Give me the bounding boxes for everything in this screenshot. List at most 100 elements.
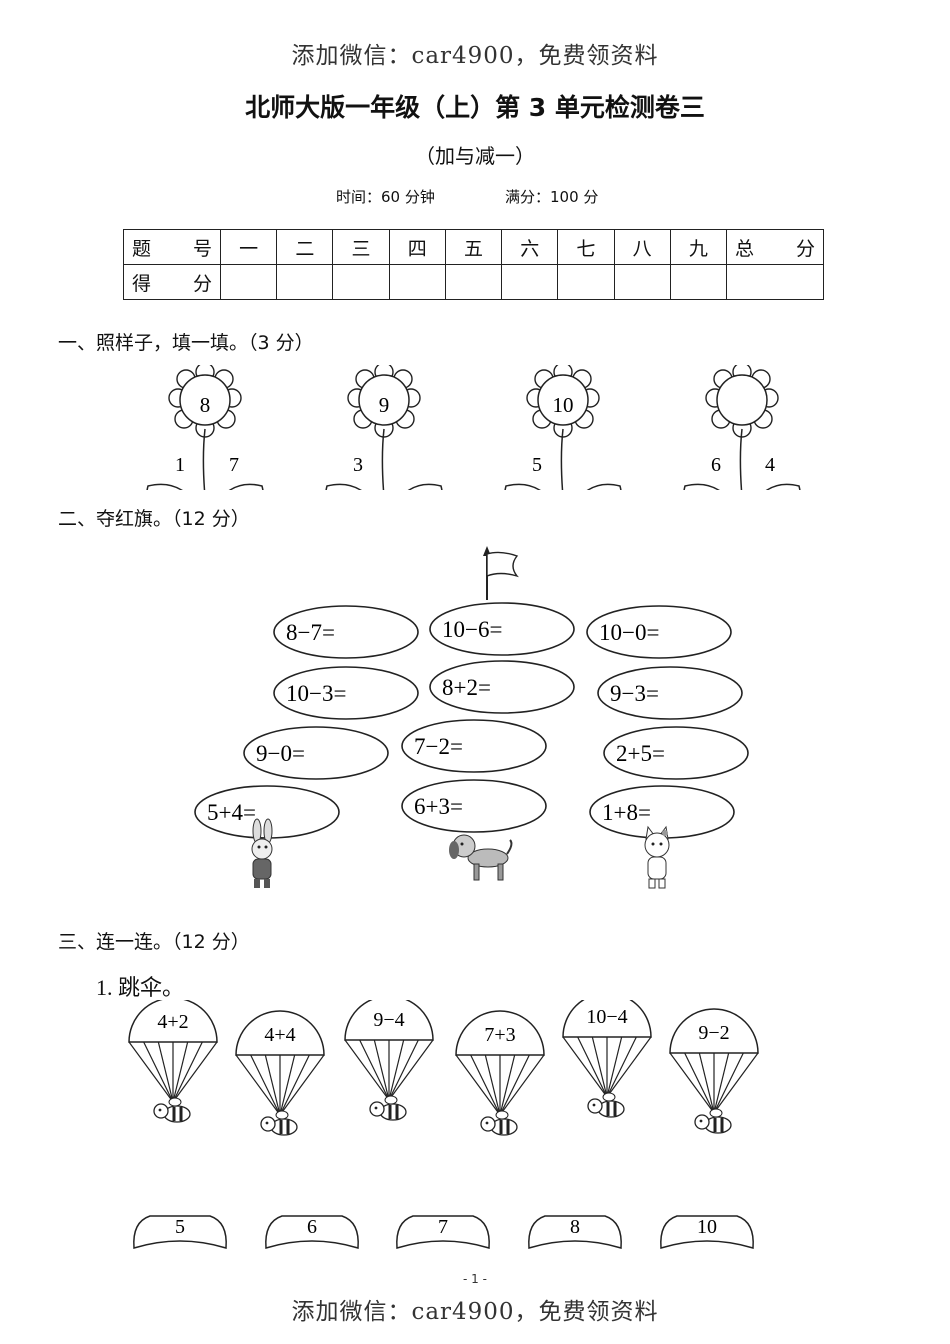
equation-oval[interactable]: 7−2= — [401, 719, 547, 773]
equation-oval[interactable]: 9−0= — [243, 726, 389, 780]
parachute-icon — [562, 1000, 652, 1118]
equation-oval[interactable]: 6+3= — [401, 779, 547, 833]
equation-oval[interactable]: 10−0= — [586, 605, 732, 659]
section-2-heading: 二、夺红旗。（12 分） — [58, 508, 250, 530]
column-header: 四 — [388, 229, 446, 265]
equation-ovals: 8−7= 10−6= 10−0= 10−3= 8+2= 9−3= 9−0= 7−2= 2+5= 5… — [194, 602, 749, 839]
score-cell[interactable] — [726, 264, 824, 300]
equation-text: 9−3= — [610, 681, 659, 706]
equation-oval[interactable]: 10−6= — [429, 602, 575, 656]
column-header: 八 — [613, 229, 671, 265]
parachute-equation: 9−4 — [373, 1009, 404, 1031]
equation-oval[interactable]: 10−3= — [273, 666, 419, 720]
parachute-equation: 7+3 — [484, 1024, 515, 1046]
flower-center-number: 8 — [200, 393, 211, 417]
score-cell[interactable] — [501, 264, 559, 300]
score-cell[interactable] — [388, 264, 446, 300]
column-header: 二 — [276, 229, 334, 265]
equation-oval[interactable]: 2+5= — [603, 726, 749, 780]
equation-oval[interactable]: 8−7= — [273, 605, 419, 659]
score-cell[interactable] — [444, 264, 503, 300]
equation-text: 10−3= — [286, 681, 346, 706]
score-cell[interactable] — [332, 264, 390, 300]
full-score: 满分：100 分 — [505, 188, 599, 206]
column-header: 六 — [501, 229, 559, 265]
landing-pad-number: 6 — [307, 1216, 317, 1238]
flag-race-area: 8−7= 10−6= 10−0= 10−3= 8+2= 9−3= 9−0= 7−2= 2+5= 5… — [194, 546, 749, 889]
table-row: 得 分 — [123, 264, 824, 300]
column-header: 七 — [557, 229, 615, 265]
parachute-equation: 9−2 — [698, 1022, 729, 1044]
flower-2: 9 3 — [324, 365, 444, 490]
parachute-area: 4+2 4+4 9−4 7+3 10−4 9−2 5 6 7 8 10 — [128, 1000, 759, 1249]
dog-icon — [449, 834, 513, 881]
watermark-top: 添加微信：car4900，免费领资料 — [291, 43, 659, 69]
equation-text: 7−2= — [414, 734, 463, 759]
flower-left-number: 1 — [175, 454, 185, 476]
watermark-bottom: 添加微信：car4900，免费领资料 — [291, 1299, 659, 1325]
flower-left-number: 5 — [532, 454, 542, 476]
equation-text: 2+5= — [616, 741, 665, 766]
parachute-icon — [235, 1010, 325, 1136]
column-header: 五 — [444, 229, 503, 265]
score-cell[interactable] — [219, 264, 278, 300]
landing-pad-number: 5 — [175, 1216, 185, 1238]
equation-text: 9−0= — [256, 741, 305, 766]
flowers-area: 8 1 7 9 3 10 5 6 4 — [145, 365, 802, 490]
landing-pad[interactable]: 7 — [396, 1215, 490, 1249]
parachute-icon — [128, 1000, 218, 1123]
landing-pad-number: 8 — [570, 1216, 580, 1238]
equation-text: 5+4= — [207, 800, 256, 825]
column-header: 三 — [332, 229, 390, 265]
equation-text: 10−6= — [442, 617, 502, 642]
flower-left-number: 6 — [711, 454, 721, 476]
parachute-icon — [455, 1010, 545, 1136]
rabbit-icon — [251, 818, 273, 888]
parachutes: 4+2 4+4 9−4 7+3 10−4 9−2 — [128, 1000, 759, 1136]
landing-pad-number: 10 — [697, 1216, 717, 1238]
flower-center-number: 10 — [553, 393, 574, 417]
score-cell[interactable] — [276, 264, 334, 300]
page-number: - 1 - — [463, 1272, 487, 1286]
landing-pad[interactable]: 10 — [660, 1215, 754, 1249]
page-subtitle: （加与减一） — [415, 144, 535, 168]
section-3-heading: 三、连一连。（12 分） — [58, 931, 250, 953]
score-cell[interactable] — [613, 264, 671, 300]
parachute-equation: 4+4 — [264, 1024, 295, 1046]
flower-3: 10 5 — [503, 365, 623, 490]
row-header-number: 题 号 — [123, 229, 221, 265]
landing-pad[interactable]: 8 — [528, 1215, 622, 1249]
section-1-heading: 一、照样子，填一填。（3 分） — [58, 332, 314, 354]
landing-pad[interactable]: 6 — [265, 1215, 359, 1249]
score-cell[interactable] — [669, 264, 728, 300]
flag-icon — [483, 546, 519, 600]
score-cell[interactable] — [557, 264, 615, 300]
equation-oval[interactable]: 5+4= — [194, 785, 340, 839]
equation-oval[interactable]: 1+8= — [589, 785, 735, 839]
column-header-total: 总 分 — [726, 229, 824, 265]
flower-right-number: 7 — [229, 454, 239, 476]
flower-right-number: 4 — [765, 454, 775, 476]
landing-pad[interactable]: 5 — [133, 1215, 227, 1249]
equation-text: 6+3= — [414, 794, 463, 819]
equation-oval[interactable]: 9−3= — [597, 666, 743, 720]
flower-left-number: 3 — [353, 454, 363, 476]
flower-4: 6 4 — [682, 365, 802, 490]
column-header: 九 — [669, 229, 728, 265]
flower-1: 8 1 7 — [145, 365, 265, 490]
landing-pads: 5 6 7 8 10 — [133, 1215, 754, 1249]
flower-center-number: 9 — [379, 393, 390, 417]
column-header: 一 — [219, 229, 278, 265]
parachute-equation: 4+2 — [157, 1011, 188, 1033]
row-header-score: 得 分 — [123, 264, 221, 300]
sub-question-1: 1. 跳伞。 — [96, 975, 185, 1000]
cat-icon — [644, 825, 670, 889]
parachute-equation: 10−4 — [586, 1006, 627, 1028]
equation-text: 10−0= — [599, 620, 659, 645]
equation-oval[interactable]: 8+2= — [429, 660, 575, 714]
score-table: 题 号 一 二 三 四 五 六 七 八 九 总 分 得 分 — [123, 229, 824, 300]
table-row: 题 号 一 二 三 四 五 六 七 八 九 总 分 — [123, 229, 824, 265]
equation-text: 1+8= — [602, 800, 651, 825]
page-title: 北师大版一年级（上）第 3 单元检测卷三 — [245, 93, 705, 122]
landing-pad-number: 7 — [438, 1216, 448, 1238]
